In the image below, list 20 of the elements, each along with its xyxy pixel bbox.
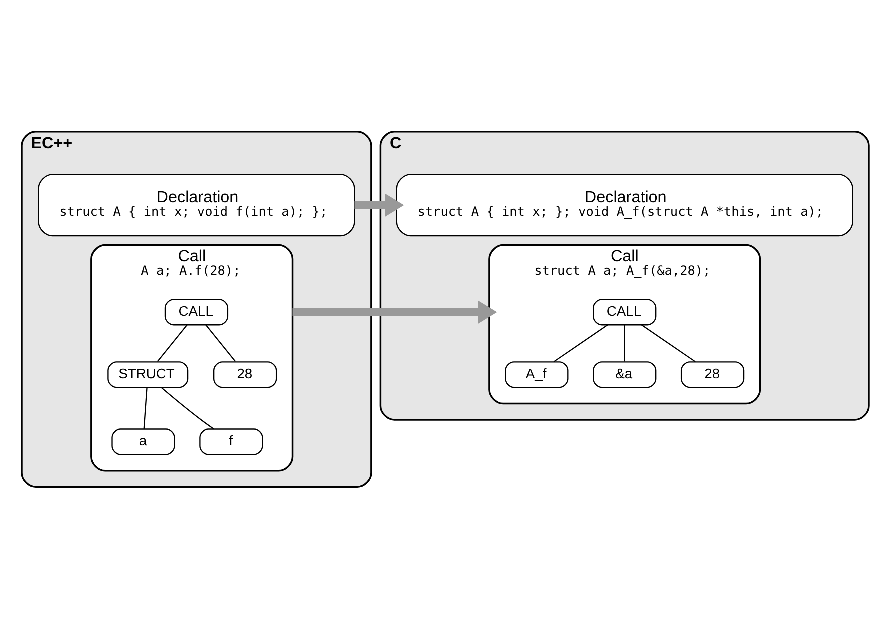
node-box: CALL — [593, 299, 657, 326]
connector — [206, 324, 236, 362]
connector — [624, 325, 626, 362]
arrow — [292, 300, 498, 324]
node-box: f — [200, 428, 264, 456]
node-box: STRUCT — [108, 362, 189, 388]
node-box: A_f — [505, 362, 569, 388]
node-box: Declaration struct A { int x; }; void A_f(struct A *this, int a); — [396, 174, 854, 237]
node-box: 28 — [680, 362, 745, 388]
node-box: &a — [593, 362, 657, 388]
connector — [157, 324, 188, 362]
connector — [554, 324, 608, 362]
node-box: Declaration struct A { int x; void f(int a); }; — [38, 174, 356, 237]
connector — [144, 388, 148, 429]
node-box: CALL — [164, 299, 229, 326]
arrow — [354, 194, 404, 217]
node-box: a — [112, 428, 176, 456]
connector — [641, 324, 696, 362]
connector — [162, 388, 214, 430]
node-box: 28 — [214, 362, 278, 388]
